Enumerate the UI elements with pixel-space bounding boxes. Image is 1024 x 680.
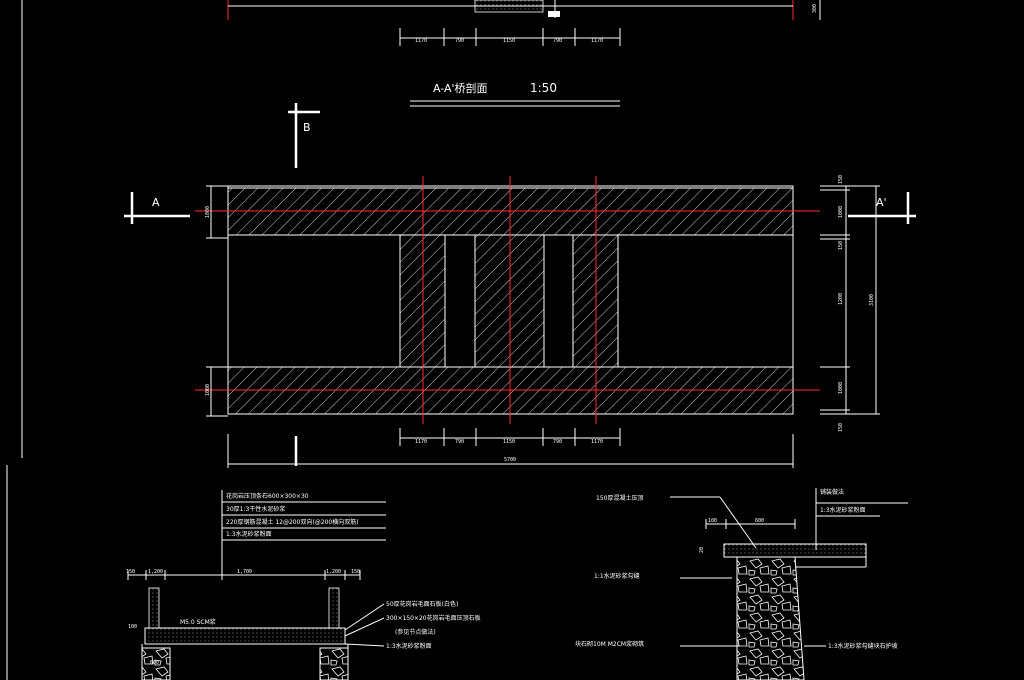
right-dim-1: 150 xyxy=(838,175,844,184)
bottom-dim-1: 1170 xyxy=(415,439,427,445)
left-detail-dim-1: 150 xyxy=(126,569,135,575)
right-note-r2: 1:3水泥砂浆粉面 xyxy=(820,506,866,514)
right-dim-2: 1000 xyxy=(838,206,844,218)
left-dim-1: 1000 xyxy=(205,206,211,218)
left-detail-dim-4: 1,200 xyxy=(326,569,341,575)
right-post xyxy=(328,587,340,629)
top-dim-5: 1170 xyxy=(591,38,603,44)
top-right-label: 300 xyxy=(812,4,818,13)
top-dim-3: 1150 xyxy=(503,38,515,44)
cut-mark-a-prime: A' xyxy=(848,192,916,224)
left-right-note-2: 300×150×20花岗岩毛面压顶石板 xyxy=(386,614,481,622)
left-note-3: 220厚钢筋混凝土 12@200双向(@200横向双筋) xyxy=(226,518,359,526)
left-note-1: 花岗岩压顶条石600×300×30 xyxy=(226,492,309,500)
right-note-2: 1:1水泥砂浆勾缝 xyxy=(594,572,640,580)
left-detail-dim-2: 1,200 xyxy=(148,569,163,575)
right-detail-dim-2: 600 xyxy=(755,518,764,524)
cut-mark-a: A xyxy=(124,192,190,224)
left-abutment xyxy=(141,647,171,680)
bottom-dim-3: 1150 xyxy=(503,439,515,445)
deck-slab xyxy=(144,627,346,645)
top-dim-1: 1170 xyxy=(415,38,427,44)
left-detail-dim-3: 1,700 xyxy=(237,569,252,575)
cut-mark-b: B xyxy=(288,103,320,168)
right-dim-6: 150 xyxy=(838,423,844,432)
right-note-1: 150厚混凝土压顶 xyxy=(596,494,643,502)
right-dim-4: 1200 xyxy=(838,293,844,305)
bottom-dim-5: 1170 xyxy=(591,439,603,445)
section-title: A-A'桥剖面 1:50 xyxy=(410,81,620,107)
top-dim-4: 790 xyxy=(553,38,562,44)
left-right-note-3: (参见节点做法) xyxy=(395,628,436,636)
cut-mark-a-label: A xyxy=(152,196,160,209)
right-note-r1: 铺装做法 xyxy=(820,488,844,496)
left-detail: 花岗岩压顶条石600×300×30 30厚1:3干性水泥砂浆 220厚钢筋混凝土… xyxy=(126,490,481,680)
bridge-plan xyxy=(195,176,820,424)
right-abutment xyxy=(319,647,349,680)
left-detail-600: 600 xyxy=(150,660,159,666)
bottom-dimensions: 1170 790 1150 790 1170 5700 xyxy=(227,428,794,468)
left-detail-subnote: M5.0 SCM浆 xyxy=(180,618,216,626)
cut-mark-b-label: B xyxy=(303,121,311,134)
overall-dim: 5700 xyxy=(504,457,516,463)
right-dimensions: 150 1000 150 1200 1000 150 3100 xyxy=(820,175,880,432)
right-total-dim: 3100 xyxy=(869,294,875,306)
top-elevation-remnant: 300 1170 790 1150 790 1170 xyxy=(227,0,821,46)
stone-wall xyxy=(736,556,805,680)
bottom-dim-4: 790 xyxy=(553,439,562,445)
cut-mark-a-prime-label: A' xyxy=(876,196,887,209)
left-right-note-1: 50厚花岗岩毛面石板(白色) xyxy=(386,600,458,608)
right-dim-3: 150 xyxy=(838,241,844,250)
bottom-dim-2: 790 xyxy=(455,439,464,445)
left-post xyxy=(148,587,160,629)
top-dim-2: 790 xyxy=(455,38,464,44)
right-detail: 150厚混凝土压顶 1:1水泥砂浆勾缝 块石砌10M M2CM浆砌筑 铺装做法 … xyxy=(575,488,908,680)
coping-slab xyxy=(723,543,867,558)
right-note-3: 块石砌10M M2CM浆砌筑 xyxy=(575,640,644,648)
left-dimensions: 1000 1000 xyxy=(205,185,228,417)
left-note-4: 1:3水泥砂浆粉面 xyxy=(226,530,272,538)
left-right-note-4: 1:3水泥砂浆粉面 xyxy=(386,642,432,650)
left-detail-100: 100 xyxy=(128,624,137,630)
right-detail-dim-3: 20 xyxy=(699,547,705,553)
left-note-2: 30厚1:3干性水泥砂浆 xyxy=(226,505,285,513)
right-detail-dim-1: 100 xyxy=(708,518,717,524)
left-detail-dim-5: 150 xyxy=(351,569,360,575)
right-dim-5: 1000 xyxy=(838,382,844,394)
section-title-label: A-A'桥剖面 xyxy=(433,81,488,95)
section-title-scale: 1:50 xyxy=(530,81,557,95)
left-dim-2: 1000 xyxy=(205,384,211,396)
right-note-r3: 1:3水泥砂浆勾缝块石护坡 xyxy=(828,642,898,650)
